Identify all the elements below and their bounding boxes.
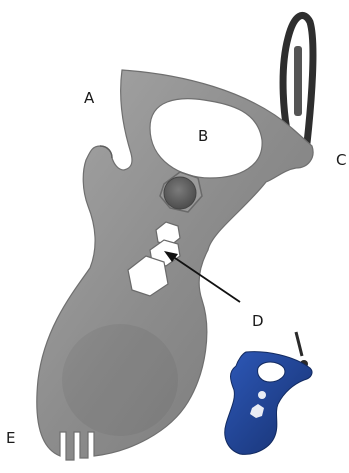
callout-d-label: D xyxy=(252,312,264,330)
callout-e-label: E xyxy=(6,429,15,447)
callout-b-label: B xyxy=(198,127,208,145)
callout-a-label: A xyxy=(84,89,95,107)
blue-spork-multitool-icon xyxy=(225,332,312,454)
callout-c-label: C xyxy=(336,151,346,169)
